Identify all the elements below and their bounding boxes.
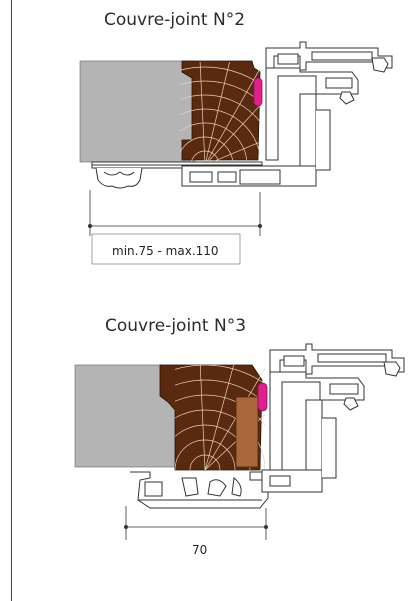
- dimension-box-1: [91, 233, 241, 265]
- sill-profile-1: [91, 161, 263, 189]
- gasket-1: [253, 77, 263, 107]
- dimension-line-2: [124, 506, 268, 540]
- left-border-line: [11, 0, 12, 601]
- wall-block-1: [79, 60, 196, 163]
- section-1-title: Couvre-joint N°2: [104, 10, 246, 30]
- window-profile-2: [261, 343, 405, 493]
- section-2-drawing: [74, 343, 405, 540]
- sill-profile-2: [130, 471, 270, 509]
- section-2-dimension-label: 70: [192, 543, 208, 557]
- dimension-line-1: [88, 190, 262, 236]
- section-1-dimension-label: min.75 - max.110: [112, 244, 219, 258]
- section-1-drawing: [79, 41, 393, 265]
- window-profile-1: [181, 41, 393, 187]
- section-2-title: Couvre-joint N°3: [105, 316, 247, 336]
- cover-strip-2: [235, 396, 259, 468]
- wood-frame-1: [180, 60, 261, 162]
- wood-frame-2: [159, 364, 265, 471]
- gasket-2: [257, 382, 268, 412]
